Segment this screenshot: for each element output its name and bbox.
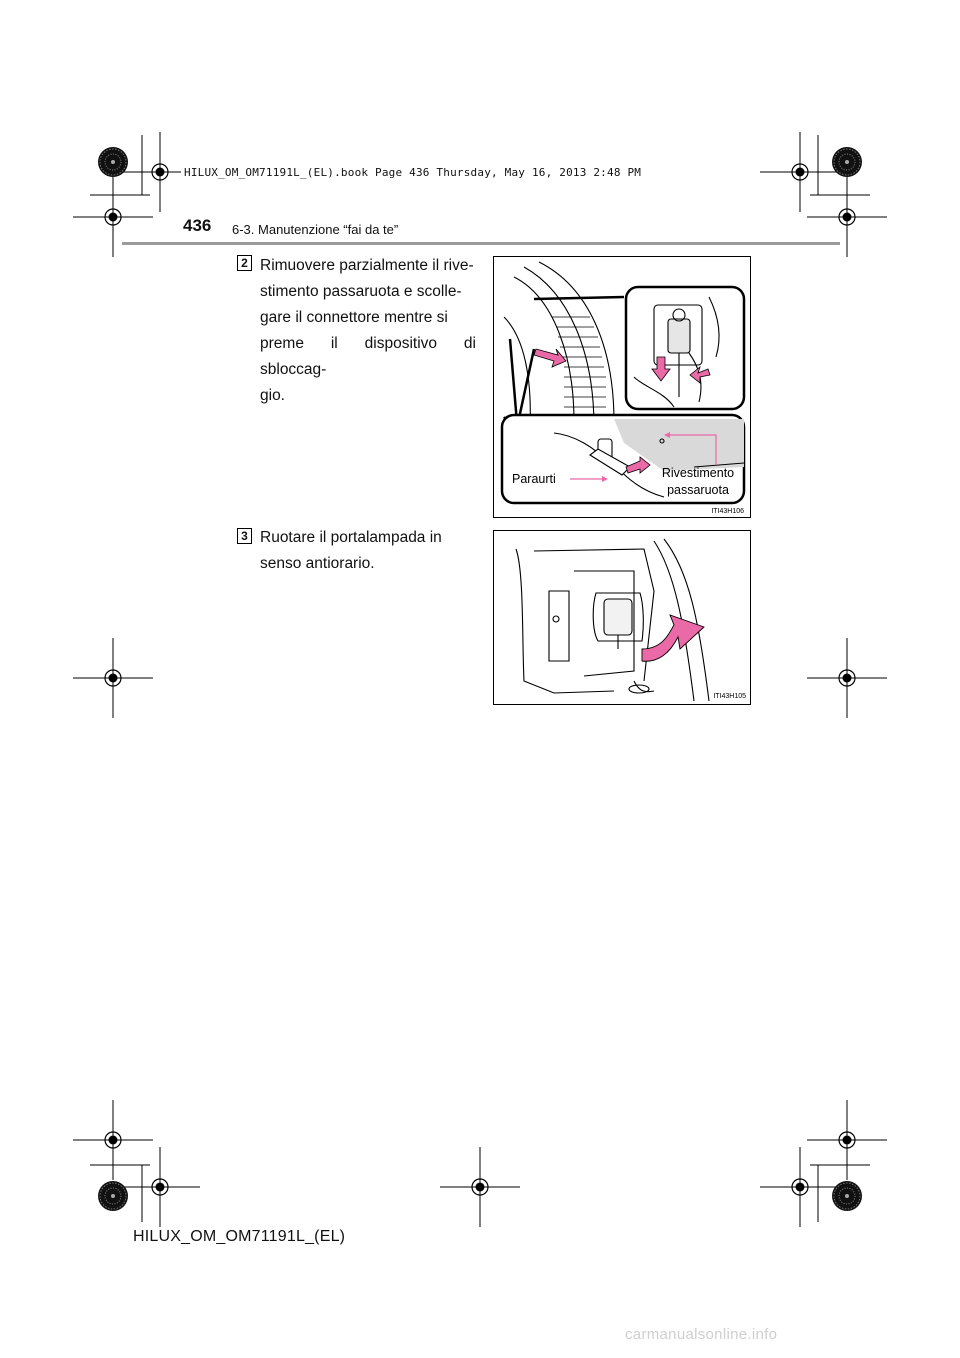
crosshair-right-lower	[806, 1099, 888, 1181]
crosshair-bottom-right	[759, 1146, 841, 1228]
press-down-arrow-icon	[651, 356, 671, 382]
step-2-line-1: Rimuovere parzialmente il rive-	[260, 257, 474, 274]
counterclockwise-arrow-icon	[641, 614, 705, 662]
crosshair-bottom-left	[119, 1146, 201, 1228]
label-bumper: Paraurti	[512, 472, 556, 486]
step-2-line-2: stimento passaruota e scolle-	[260, 283, 462, 300]
crosshair-left-mid	[72, 637, 154, 719]
starburst-bottom-left	[97, 1180, 129, 1212]
step-2-text: Rimuovere parzialmente il rive- stimento…	[260, 253, 476, 409]
crosshair-right-upper	[806, 176, 888, 258]
release-tab-arrow-icon	[689, 365, 711, 384]
illustration-code: ITI43H106	[711, 508, 744, 515]
footer-code: HILUX_OM_OM71191L_(EL)	[133, 1228, 346, 1245]
crosshair-left-upper	[72, 176, 154, 258]
crosshair-bottom-center	[439, 1146, 521, 1228]
step-2-line-3: gare il connettore mentre si	[260, 309, 448, 326]
watermark: carmanualsonline.info	[625, 1326, 778, 1343]
pull-arrow-icon	[533, 348, 567, 368]
print-header: HILUX_OM_OM71191L_(EL).book Page 436 Thu…	[181, 166, 645, 179]
crosshair-top-right	[759, 131, 841, 213]
illustration-bulb-holder-drawing: ITI43H105	[515, 538, 746, 702]
step-number-3: 3	[237, 528, 252, 544]
step-3-line-1: Ruotare il portalampada in	[260, 529, 442, 546]
tire-drawing	[503, 261, 615, 428]
step-3-text: Ruotare il portalampada in senso antiora…	[260, 525, 476, 577]
crosshair-left-lower	[72, 1099, 154, 1181]
step-2-line-5: gio.	[260, 387, 285, 404]
step-number-2: 2	[237, 255, 252, 271]
starburst-top-left	[97, 146, 129, 178]
section-title: 6-3. Manutenzione “fai da te”	[232, 222, 399, 237]
header-rule	[122, 242, 840, 245]
label-wheel-liner-2: passaruota	[667, 483, 729, 497]
starburst-bottom-right	[831, 1180, 863, 1212]
starburst-top-right	[831, 146, 863, 178]
step-2-line-4: preme il dispositivo di sbloccag-	[260, 335, 476, 378]
step-3-line-2: senso antiorario.	[260, 555, 375, 572]
crosshair-right-mid	[806, 637, 888, 719]
illustration-wheel-liner-drawing: Paraurti Rivestimento passaruota ITI43H1…	[500, 261, 746, 515]
label-wheel-liner-1: Rivestimento	[662, 466, 734, 480]
illustration-code-2: ITI43H105	[713, 693, 746, 700]
illustration-bulb-holder: ITI43H105	[493, 530, 751, 705]
illustration-wheel-liner-connector: Paraurti Rivestimento passaruota ITI43H1…	[493, 256, 751, 518]
page-number: 436	[183, 216, 212, 235]
liner-push-arrow-icon	[625, 456, 651, 474]
